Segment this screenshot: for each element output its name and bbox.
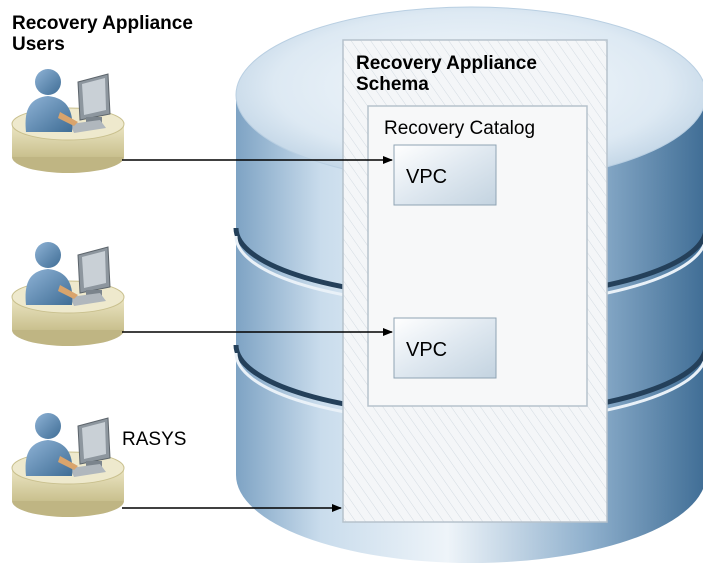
rasys-label: RASYS [122,429,186,450]
vpc-label-2: VPC [406,339,447,361]
recovery-catalog-label: Recovery Catalog [384,118,535,139]
users-heading: Recovery Appliance Users [12,13,198,55]
user-at-computer-icon-2 [11,241,125,347]
user-at-computer-icon-3 [11,412,125,518]
user-at-computer-icon-1 [11,68,125,174]
schema-heading: Recovery Appliance Schema [356,53,542,95]
vpc-box-1 [393,144,497,206]
vpc-label-1: VPC [406,166,447,188]
vpc-box-2 [393,317,497,379]
